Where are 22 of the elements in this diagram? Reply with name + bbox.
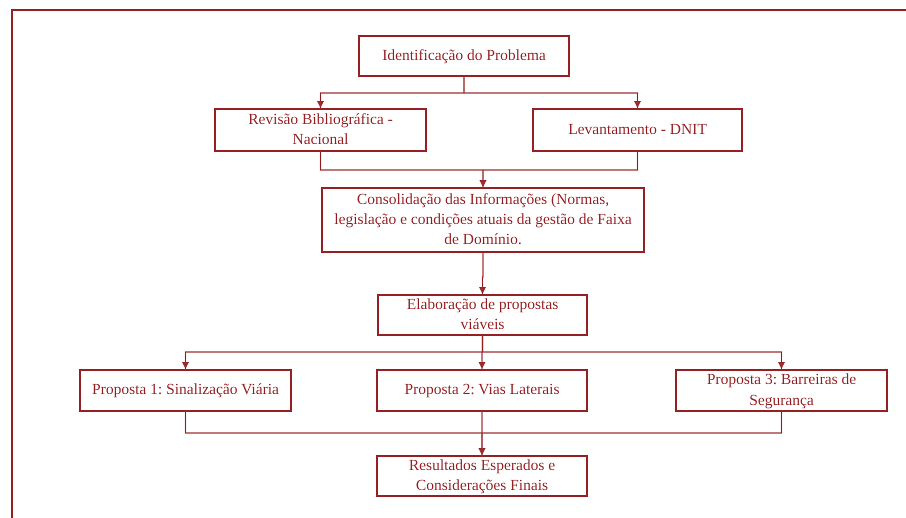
process-box: [358, 35, 570, 77]
process-box: [376, 455, 588, 497]
arrow: [480, 152, 638, 187]
step-text: Resultados Esperados e Considerações Finais: [408, 456, 556, 496]
arrow: [478, 412, 782, 455]
process-box: [675, 369, 888, 412]
arrow: [482, 336, 785, 369]
step-text: Levantamento - DNIT: [568, 120, 707, 140]
step-text: Consolidação das Informações (Normas, legislação e condições atuais da gestão de Faixa de Domínio.: [333, 190, 633, 250]
process-box: [532, 108, 743, 152]
step-text: Elaboração de propostas viáveis: [406, 294, 560, 335]
step-text: Proposta 1: Sinalização Viária: [92, 380, 279, 400]
process-box: [377, 294, 588, 336]
process-box: [376, 369, 588, 412]
arrow: [463, 77, 641, 108]
process-box: [214, 108, 427, 152]
step-text: Identificação do Problema: [382, 46, 546, 66]
process-box: [79, 369, 292, 412]
step-text: Revisão Bibliográfica - Nacional: [247, 110, 394, 150]
step-text: Proposta 2: Vias Laterais: [404, 380, 560, 400]
arrow: [479, 253, 486, 294]
step-text: Proposta 3: Barreiras de Segurança: [706, 370, 858, 410]
